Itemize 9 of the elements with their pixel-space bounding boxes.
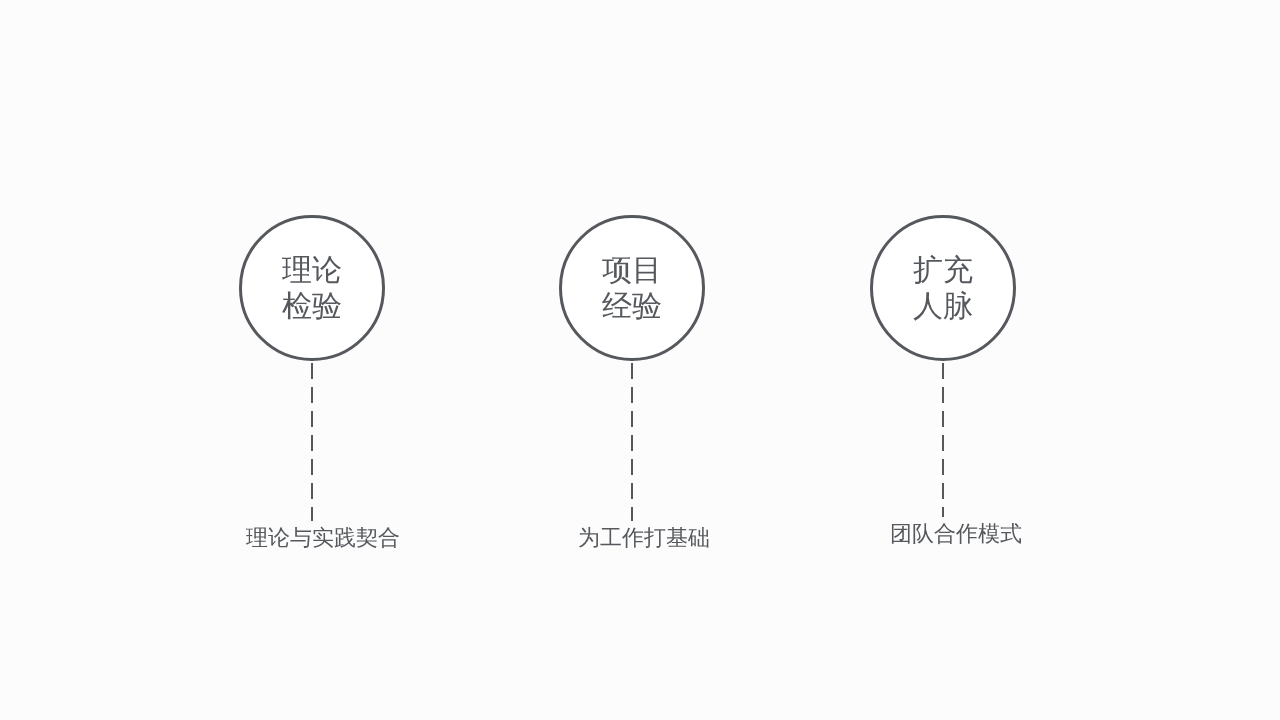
circle-title: 项目经验 xyxy=(601,252,663,324)
dashed-connector xyxy=(311,362,313,522)
dashed-connector xyxy=(631,362,633,522)
circle-title: 扩充人脉 xyxy=(912,252,974,324)
dashed-connector xyxy=(942,362,944,518)
circle-title: 理论检验 xyxy=(281,252,343,324)
caption-text: 团队合作模式 xyxy=(890,520,1022,548)
caption-text: 理论与实践契合 xyxy=(246,524,400,552)
caption-text: 为工作打基础 xyxy=(578,524,710,552)
